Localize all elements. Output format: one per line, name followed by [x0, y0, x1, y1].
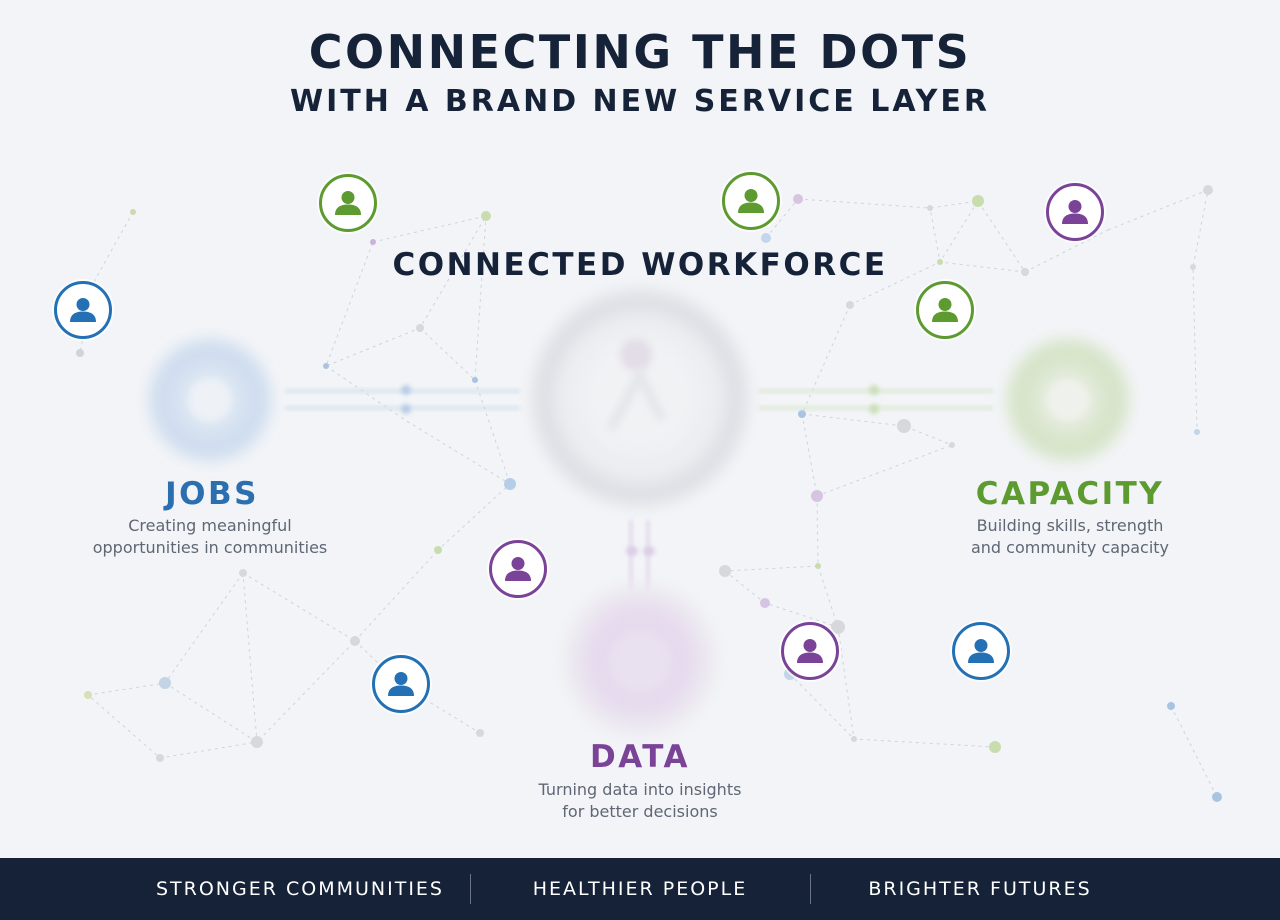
person-icon [1062, 200, 1088, 224]
capacity-icon [1010, 342, 1126, 458]
jobs-description-line-1: Creating meaningful [128, 516, 292, 535]
data-description-line-1: Turning data into insights [538, 780, 742, 799]
footer-divider [470, 874, 471, 904]
person-icon [797, 639, 823, 663]
footer-item-stronger-communities: STRONGER COMMUNITIES [155, 878, 444, 900]
data-description: Turning data into insights for better de… [490, 779, 790, 823]
capacity-description: Building skills, strength and community … [920, 515, 1220, 559]
person-badge-blue [372, 655, 430, 713]
footer-item-brighter-futures: BRIGHTER FUTURES [868, 878, 1092, 900]
person-icon [70, 298, 96, 322]
person-badge-purple [781, 622, 839, 680]
jobs-description: Creating meaningful opportunities in com… [60, 515, 360, 559]
connected-workforce-label: CONNECTED WORKFORCE [392, 247, 888, 283]
data-title: DATA [589, 739, 691, 775]
capacity-title: CAPACITY [975, 476, 1165, 512]
data-icon [565, 585, 715, 735]
person-icon [505, 557, 531, 581]
capacity-description-line-2: and community capacity [970, 538, 1170, 557]
person-icon [388, 672, 414, 696]
person-badge-green [722, 172, 780, 230]
jobs-icon [152, 342, 268, 458]
data-description-line-2: for better decisions [562, 802, 718, 821]
page-subtitle: WITH A BRAND NEW SERVICE LAYER [289, 84, 991, 119]
person-badge-blue [952, 622, 1010, 680]
network-background [76, 185, 1222, 802]
footer-bar: STRONGER COMMUNITIES HEALTHIER PEOPLE BR… [0, 858, 1280, 920]
person-badge-blue [54, 281, 112, 339]
person-badge-green [916, 281, 974, 339]
connected-workforce-icon [534, 292, 746, 504]
person-icon [932, 298, 958, 322]
person-icon [335, 191, 361, 215]
jobs-title: JOBS [165, 476, 259, 512]
network-dots [76, 185, 1222, 802]
person-badge-purple [1046, 183, 1104, 241]
person-badge-purple [489, 540, 547, 598]
capacity-description-line-1: Building skills, strength [976, 516, 1164, 535]
person-icon [968, 639, 994, 663]
data-connector [626, 520, 655, 590]
footer-divider [810, 874, 811, 904]
footer-item-healthier-people: HEALTHIER PEOPLE [532, 878, 748, 900]
person-badge-green [319, 174, 377, 232]
jobs-connector [285, 385, 520, 414]
capacity-connector [758, 385, 993, 414]
person-icon [738, 189, 764, 213]
page-title: CONNECTING THE DOTS [308, 25, 972, 79]
jobs-description-line-2: opportunities in communities [92, 538, 328, 557]
